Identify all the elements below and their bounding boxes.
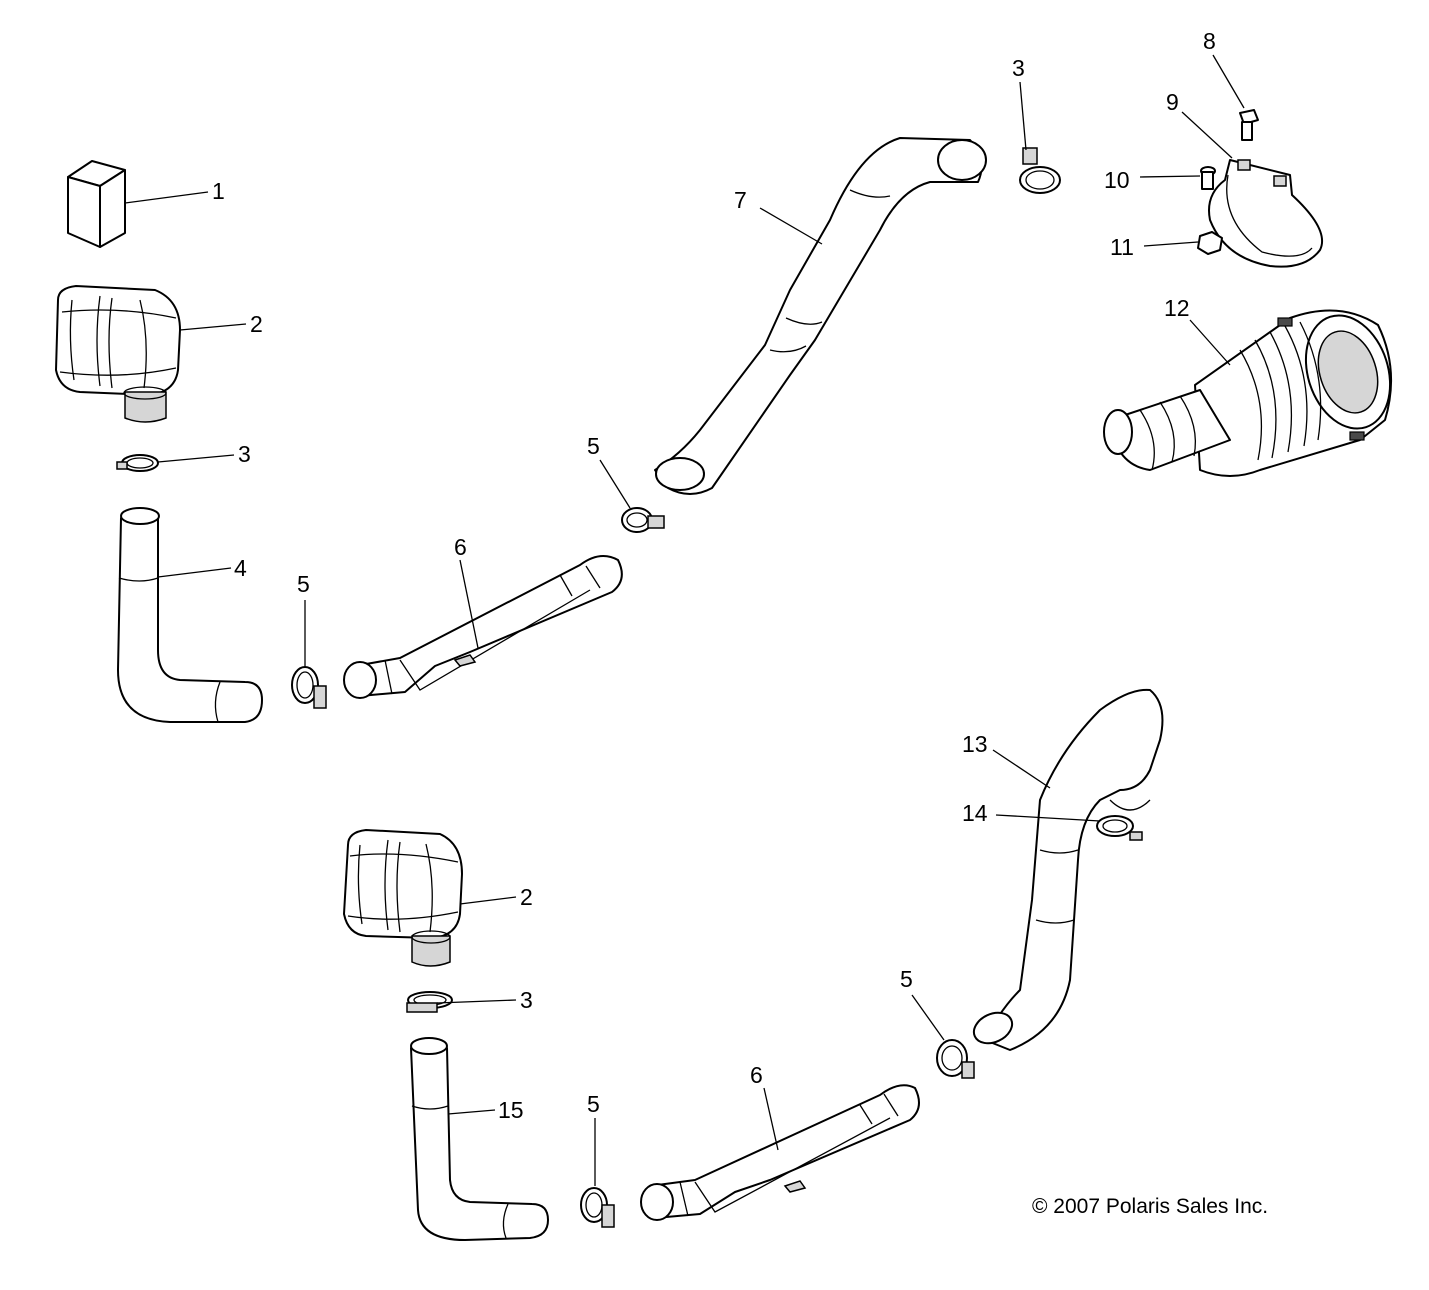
callout-4: 4 [234, 555, 247, 581]
callout-5-lower-left: 5 [587, 1091, 600, 1117]
callout-6-lower: 6 [750, 1062, 763, 1088]
part-12-air-filter [1103, 309, 1393, 477]
part-5-clamp-upper-mid [621, 507, 665, 533]
part-3-clamp-upper-left [116, 454, 159, 472]
callout-8: 8 [1203, 28, 1216, 54]
callout-13: 13 [962, 731, 988, 757]
part-5-clamp-lower-left [580, 1187, 615, 1228]
copyright-notice: © 2007 Polaris Sales Inc. [1032, 1195, 1268, 1218]
part-15-intake-tube [410, 1037, 549, 1241]
part-10-screw [1200, 166, 1216, 190]
callout-12: 12 [1164, 295, 1190, 321]
part-2-airbox-upper [55, 285, 181, 423]
leader-lines [124, 54, 1245, 1186]
callout-3-lower: 3 [520, 987, 533, 1013]
part-8-bolt [1239, 109, 1259, 141]
part-5-clamp-left [291, 666, 327, 709]
part-9-strap [1208, 159, 1324, 268]
callout-11: 11 [1110, 234, 1134, 260]
callout-1: 1 [212, 178, 225, 204]
callout-2-upper: 2 [250, 311, 263, 337]
part-4-intake-tube [117, 507, 263, 723]
part-7-upper-hose [654, 137, 987, 495]
callout-3-top: 3 [1012, 55, 1025, 81]
callout-5-lower-right: 5 [900, 966, 913, 992]
callout-2-lower: 2 [520, 884, 533, 910]
part-3-clamp-lower [406, 991, 453, 1013]
part-5-clamp-lower-right [936, 1039, 975, 1079]
callout-3-upper-left: 3 [238, 441, 251, 467]
part-6-duct-upper [343, 555, 623, 699]
part-1-foam-block [67, 160, 126, 248]
callout-5-left: 5 [297, 571, 310, 597]
part-14-clamp [1096, 815, 1143, 841]
part-13-lower-hose [972, 688, 1164, 1051]
callout-9: 9 [1166, 89, 1179, 115]
callout-labels: 1 2 3 4 5 6 5 7 3 8 9 10 11 12 13 14 2 3… [212, 28, 1216, 1123]
part-3-clamp-top [1019, 147, 1061, 194]
callout-15: 15 [498, 1097, 524, 1123]
callout-5-upper-mid: 5 [587, 433, 600, 459]
part-2-airbox-lower [343, 829, 463, 967]
callout-6-upper: 6 [454, 534, 467, 560]
part-11-nut [1197, 231, 1223, 255]
part-6-duct-lower [640, 1084, 920, 1221]
callout-10: 10 [1104, 167, 1130, 193]
callout-14: 14 [962, 800, 988, 826]
callout-7: 7 [734, 187, 747, 213]
